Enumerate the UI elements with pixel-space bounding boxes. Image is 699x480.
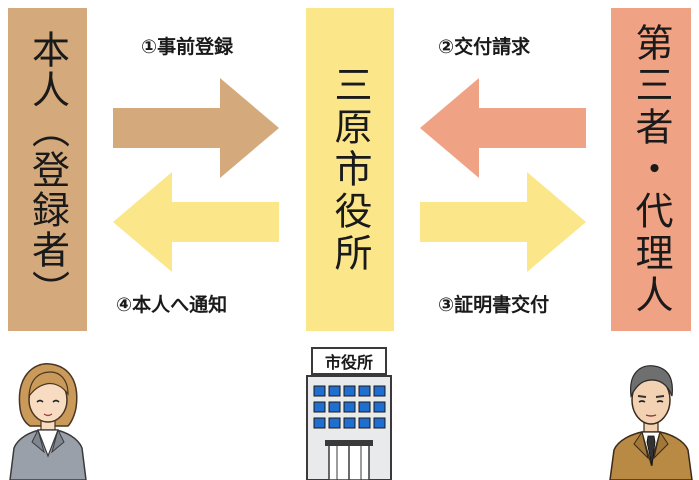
step4-label: ④本人へ通知 — [116, 294, 228, 316]
man-icon — [609, 365, 693, 480]
step4-arrow-shape — [113, 172, 279, 272]
step3-arrow-right — [420, 172, 586, 272]
step1-arrow-right — [113, 78, 279, 178]
step3-arrow-shape — [420, 172, 586, 272]
column-city-hall: 三原市役所 — [306, 8, 394, 331]
step1-arrow-shape — [113, 78, 279, 178]
column-third-party: 第三者・代理人 — [611, 8, 691, 331]
column-city-hall-label: 三原市役所 — [328, 64, 372, 275]
step3-label: ③証明書交付 — [438, 294, 550, 316]
step2-label: ②交付請求 — [438, 36, 531, 58]
building-sign-text: 市役所 — [325, 353, 373, 372]
step1-label: ①事前登録 — [141, 36, 234, 58]
city-hall-building-icon: 市役所 — [306, 347, 392, 480]
woman-icon — [9, 363, 87, 480]
step4-arrow-left — [113, 172, 279, 272]
column-registrant: 本人（登録者） — [8, 8, 87, 331]
column-third-party-label: 第三者・代理人 — [629, 22, 673, 317]
step2-arrow-left — [420, 78, 586, 178]
column-registrant-label: 本人（登録者） — [25, 29, 70, 310]
step2-arrow-shape — [420, 78, 586, 178]
